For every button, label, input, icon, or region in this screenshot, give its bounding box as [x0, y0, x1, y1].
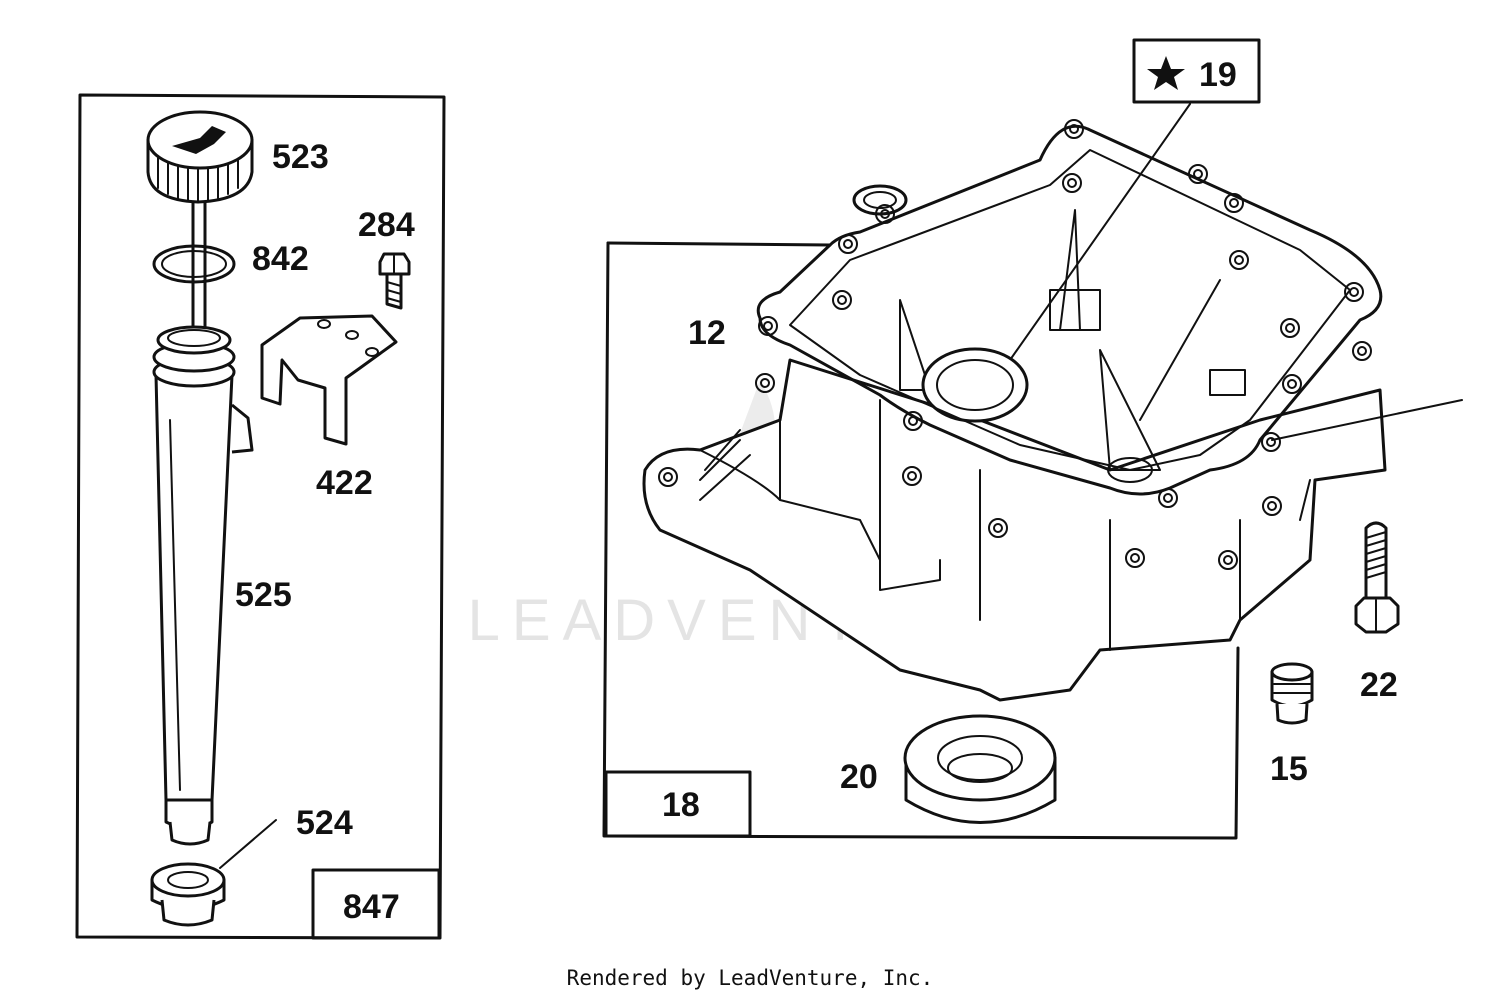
dipstick-tube[interactable]	[152, 325, 254, 846]
label-284: 284	[358, 206, 415, 244]
label-842: 842	[252, 240, 309, 278]
label-523: 523	[272, 138, 329, 176]
star-kit-box	[1009, 38, 1261, 361]
dipstick-cap[interactable]	[146, 110, 254, 357]
tube-seal[interactable]	[150, 819, 277, 927]
label-847: 847	[343, 888, 400, 926]
footer-credit: Rendered by LeadVenture, Inc.	[566, 966, 934, 990]
kit-label-box-left	[311, 868, 441, 940]
kit-box-left	[75, 93, 446, 940]
label-19: 19	[1199, 56, 1237, 94]
label-15: 15	[1270, 750, 1308, 788]
star-icon	[1147, 56, 1185, 90]
kit-label-box-right	[604, 770, 752, 838]
bolt[interactable]	[1354, 521, 1400, 634]
oil-seal[interactable]	[903, 714, 1057, 824]
screw[interactable]	[378, 252, 411, 310]
label-22: 22	[1360, 666, 1398, 704]
label-18: 18	[662, 786, 700, 824]
label-12: 12	[688, 314, 726, 352]
part-labels: 523 842 284 422 525 524 847 19 12 18 20 …	[235, 56, 1398, 926]
label-20: 20	[840, 758, 878, 796]
oil-can-icon	[172, 126, 226, 154]
label-525: 525	[235, 576, 292, 614]
bracket[interactable]	[260, 314, 398, 446]
kit-box-right	[602, 241, 1240, 840]
drain-plug[interactable]	[1270, 662, 1314, 725]
o-ring[interactable]	[152, 244, 236, 284]
label-422: 422	[316, 464, 373, 502]
gasket[interactable]	[756, 119, 1463, 496]
label-524: 524	[296, 804, 353, 842]
